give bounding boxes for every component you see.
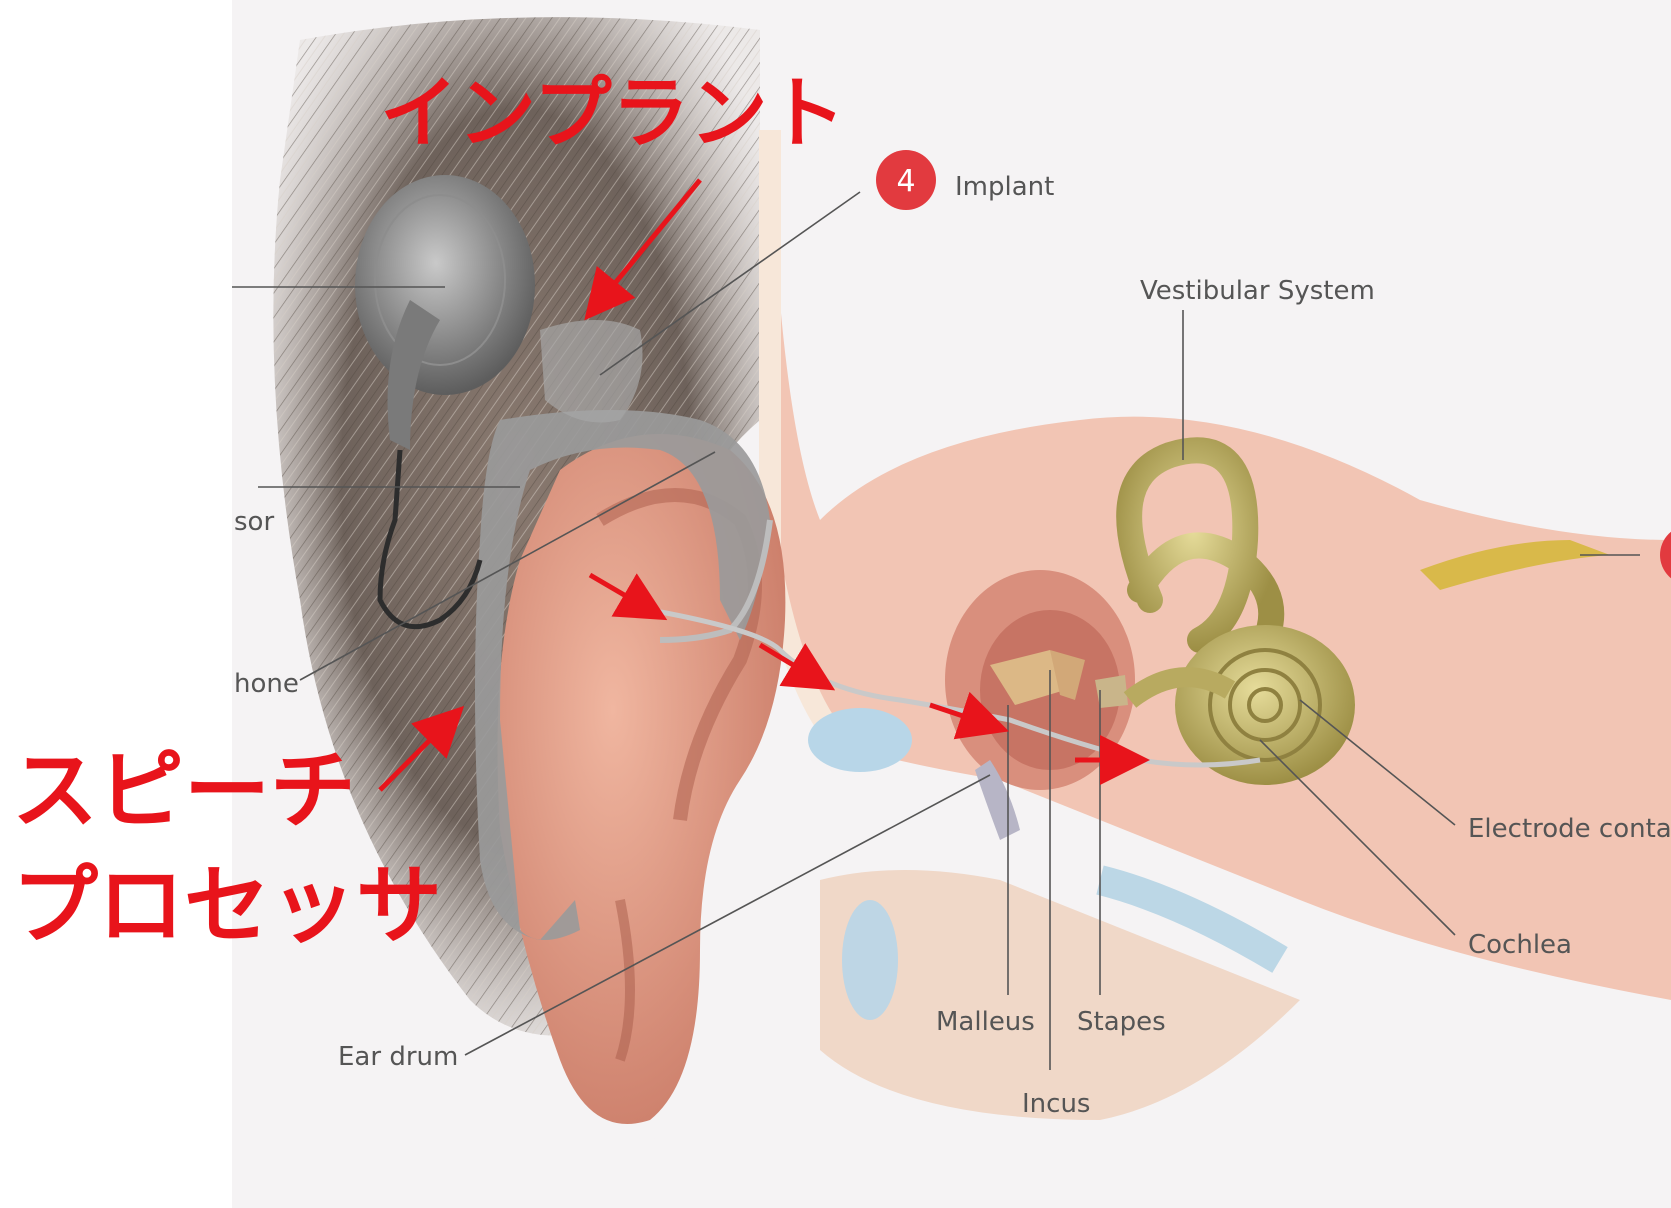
annotation-implant-jp: インプラント bbox=[380, 69, 846, 159]
implant-body bbox=[540, 320, 643, 423]
label-stapes: Stapes bbox=[1077, 1007, 1166, 1037]
label-processor-partial: sor bbox=[234, 507, 274, 537]
label-electrode-contacts: Electrode contac bbox=[1468, 814, 1671, 844]
label-incus: Incus bbox=[1022, 1089, 1090, 1119]
label-microphone-partial: hone bbox=[234, 669, 299, 699]
label-ear-drum: Ear drum bbox=[338, 1042, 458, 1072]
annotation-speech-line2: プロセッサ bbox=[12, 856, 442, 956]
badge-label: Implant bbox=[955, 172, 1054, 202]
label-cochlea: Cochlea bbox=[1468, 930, 1572, 960]
transmitter-coil bbox=[355, 175, 535, 395]
label-vestibular-system: Vestibular System bbox=[1140, 276, 1375, 306]
label-malleus: Malleus bbox=[936, 1007, 1035, 1037]
badge-number: 4 bbox=[896, 164, 915, 199]
annotation-speech-line1: スピーチ bbox=[12, 741, 356, 841]
